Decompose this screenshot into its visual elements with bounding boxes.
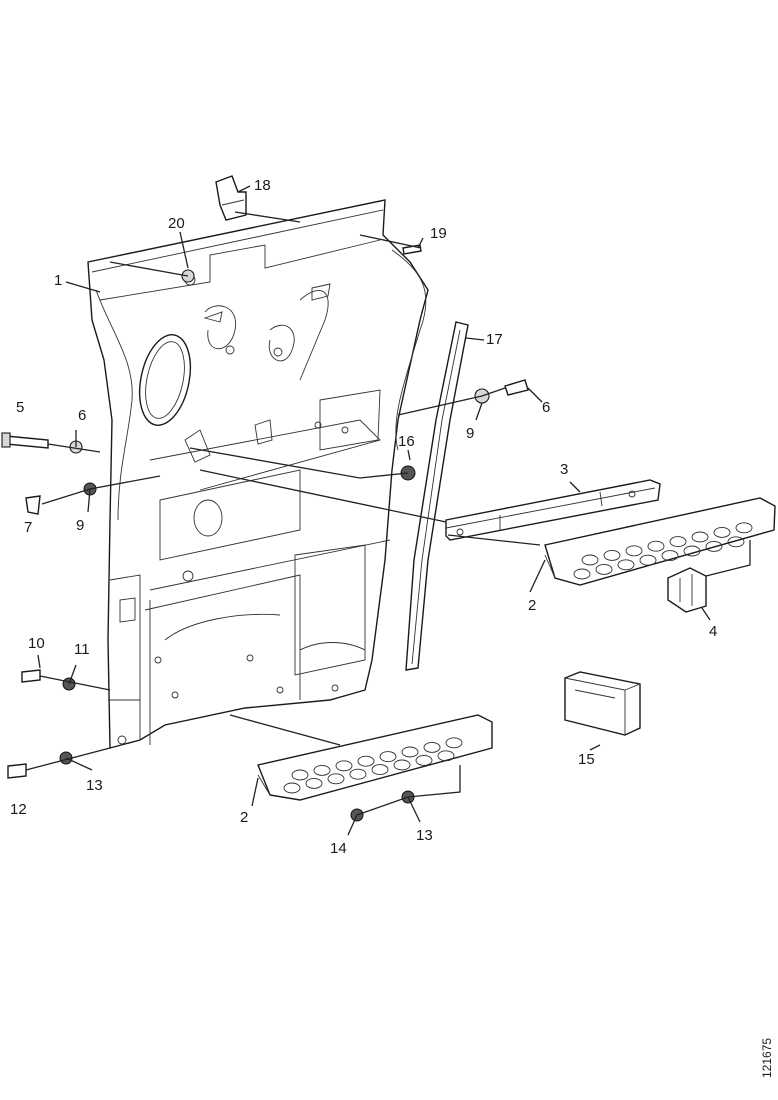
callout-19: 19 [430, 225, 447, 242]
leader-lines [25, 185, 751, 836]
perforation-hole [379, 751, 397, 763]
step-plate-part-2-lower [257, 714, 493, 801]
perforation-hole [625, 545, 643, 557]
perforation-hole [705, 540, 723, 552]
side-panel [87, 199, 429, 749]
perforation-hole [647, 540, 665, 552]
callout-15: 15 [578, 751, 595, 768]
perforation-hole [327, 773, 345, 785]
bolt-part-12 [7, 763, 27, 779]
perforation-hole [683, 545, 701, 557]
perforation-hole [401, 746, 419, 758]
perforation-hole [617, 559, 635, 571]
callout-11: 11 [74, 641, 90, 658]
perforation-hole [713, 526, 731, 538]
perforation-hole [603, 549, 621, 561]
callout-2-upper: 2 [528, 597, 536, 614]
perforation-hole [423, 741, 441, 753]
perforation-hole [581, 554, 599, 566]
clip-part-7 [25, 495, 41, 515]
callout-9-left: 9 [76, 517, 84, 534]
perforation-hole [305, 777, 323, 789]
perforation-hole [313, 764, 331, 776]
callout-2-lower: 2 [240, 809, 248, 826]
callout-1: 1 [54, 272, 62, 289]
perforation-hole [283, 782, 301, 794]
block-part-15 [564, 671, 641, 736]
callout-13-right: 13 [416, 827, 433, 844]
callout-6-right: 6 [542, 399, 550, 416]
rail-part-3 [445, 479, 661, 541]
callout-labels: 1 2 2 3 4 5 6 6 7 9 9 10 11 12 13 13 14 … [10, 177, 717, 857]
figure-reference-number: 121675 [760, 1038, 774, 1078]
perforation-hole [691, 531, 709, 543]
seal-strip-part-17 [405, 321, 469, 671]
callout-14: 14 [330, 840, 347, 857]
callout-17: 17 [486, 331, 503, 348]
bolt-part-5 [1, 432, 49, 449]
callout-5: 5 [16, 399, 24, 416]
perforation-hole [445, 737, 463, 749]
bracket-part-18 [215, 175, 247, 221]
bolt-part-10 [21, 669, 41, 683]
perforation-hole [335, 760, 353, 772]
perforation-hole [595, 563, 613, 575]
perforation-hole [727, 536, 745, 548]
bolt-part-6-right [504, 379, 529, 396]
perforation-hole [415, 754, 433, 766]
callout-4: 4 [709, 623, 717, 640]
perforation-hole [573, 568, 591, 580]
callout-3: 3 [560, 461, 568, 478]
callout-9-right: 9 [466, 425, 474, 442]
perforation-hole [291, 769, 309, 781]
perforation-hole [639, 554, 657, 566]
perforation-hole [735, 522, 753, 534]
perforation-hole [661, 550, 679, 562]
callout-20: 20 [168, 215, 185, 232]
perforation-hole [371, 764, 389, 776]
callout-6-left: 6 [78, 407, 86, 424]
clip-part-4 [667, 567, 707, 613]
callout-16: 16 [398, 433, 415, 450]
perforation-hole [349, 768, 367, 780]
callout-18: 18 [254, 177, 271, 194]
perforation-hole [669, 536, 687, 548]
perforation-hole [393, 759, 411, 771]
perforation-hole [437, 750, 455, 762]
callout-10: 10 [28, 635, 45, 652]
callout-12: 12 [10, 801, 27, 818]
step-plate-part-2-upper [544, 497, 776, 586]
perforation-hole [357, 755, 375, 767]
callout-7: 7 [24, 519, 32, 536]
callout-13-left: 13 [86, 777, 103, 794]
